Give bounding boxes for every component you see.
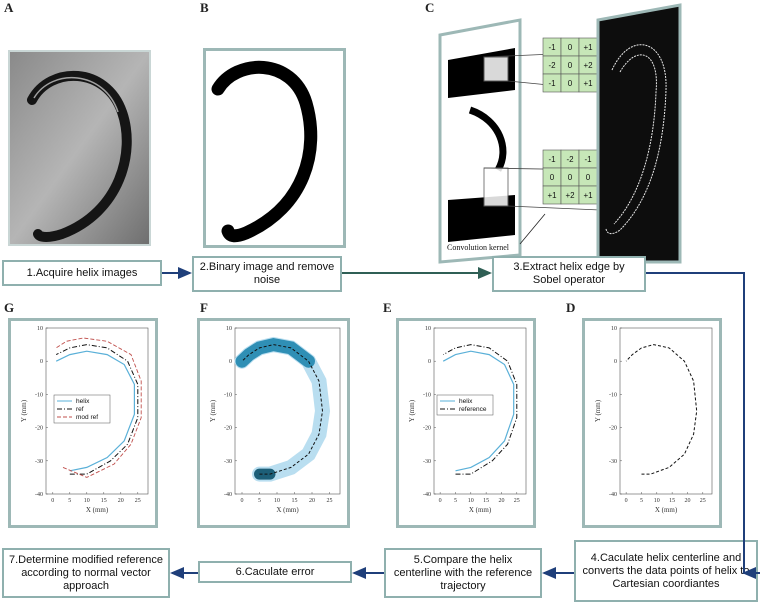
image-strip-lower xyxy=(448,195,515,242)
kernel-y-value: +2 xyxy=(565,191,575,200)
plot-panel-d xyxy=(582,318,722,528)
step-4-box: 4.Caculate helix centerline and converts… xyxy=(574,540,758,602)
kernel-x-cell xyxy=(542,55,562,75)
step-3-box: 3.Extract helix edge by Sobel operator xyxy=(492,256,646,292)
image-strip-upper xyxy=(448,48,515,98)
kernel-y-cell xyxy=(578,185,598,205)
kernel-y-value: 0 xyxy=(550,173,555,182)
kernel-x-cell xyxy=(560,55,580,75)
photo-panel-a xyxy=(8,50,151,246)
binary-helix xyxy=(211,61,318,243)
kernel-x-value: +1 xyxy=(583,43,593,52)
plot-panel-e xyxy=(396,318,536,528)
panel-letter-f: F xyxy=(200,300,208,315)
kernel-y-value: 0 xyxy=(568,173,573,182)
panel-letter-d: D xyxy=(566,300,576,315)
kernel-x-value: -1 xyxy=(548,79,556,88)
binary-panel-b xyxy=(203,48,346,248)
kernel-x-cell xyxy=(578,55,598,75)
kernel-y: -1 -2 -1 0 0 0 +1 +2 +1 xyxy=(542,149,598,205)
kernel-x-cell xyxy=(560,37,580,57)
helix-photo xyxy=(10,52,149,244)
step-2-box: 2.Binary image and remove noise xyxy=(192,256,342,292)
kernel-x-value: 0 xyxy=(568,79,573,88)
kernel-x-cell xyxy=(542,37,562,57)
panel-letter-a: A xyxy=(4,0,14,15)
kernel-y-value: -2 xyxy=(566,155,574,164)
kernel-y-cell xyxy=(560,185,580,205)
kernel-y-value: +1 xyxy=(583,191,593,200)
kernel-y-value: -1 xyxy=(584,155,592,164)
kernel-x-cell xyxy=(542,73,562,93)
kernel-x-value: 0 xyxy=(568,61,573,70)
kernel-y-value: -1 xyxy=(548,155,556,164)
kernel-y-cell xyxy=(560,149,580,169)
kernel-y-cell xyxy=(542,149,562,169)
step-7-box: 7.Determine modified reference according… xyxy=(2,548,170,598)
kernel-y-cell xyxy=(578,167,598,187)
panel-letter-e: E xyxy=(383,300,392,315)
kernel-y-cell xyxy=(542,167,562,187)
kernel-x-value: +1 xyxy=(583,79,593,88)
source-image-plane xyxy=(438,18,522,264)
step-6-box: 6.Caculate error xyxy=(198,561,352,583)
kernel-x-value: -1 xyxy=(548,43,556,52)
edge-image-plane xyxy=(596,3,682,264)
kernel-x-value: 0 xyxy=(568,43,573,52)
step-1-box: 1.Acquire helix images xyxy=(2,260,162,286)
kernel-x: -1 0 +1 -2 0 +2 -1 0 +1 xyxy=(542,37,598,93)
convolution-kernel-label: Convolution kernel xyxy=(447,243,510,252)
kernel-x-cell xyxy=(578,37,598,57)
kernel-y-cell xyxy=(542,185,562,205)
panel-letter-b: B xyxy=(200,0,209,15)
step-5-box: 5.Compare the helix centerline with the … xyxy=(384,548,542,598)
kernel-y-value: +1 xyxy=(547,191,557,200)
kernel-y-cell xyxy=(578,149,598,169)
kernel-x-cell xyxy=(578,73,598,93)
kernel-x-cell xyxy=(560,73,580,93)
kernel-y-value: 0 xyxy=(586,173,591,182)
plot-panel-g xyxy=(8,318,158,528)
kernel-x-value: +2 xyxy=(583,61,593,70)
plot-panel-f xyxy=(197,318,350,528)
panel-letter-c: C xyxy=(425,0,435,15)
kernel-y-cell xyxy=(560,167,580,187)
panel-letter-g: G xyxy=(4,300,15,315)
kernel-x-value: -2 xyxy=(548,61,556,70)
